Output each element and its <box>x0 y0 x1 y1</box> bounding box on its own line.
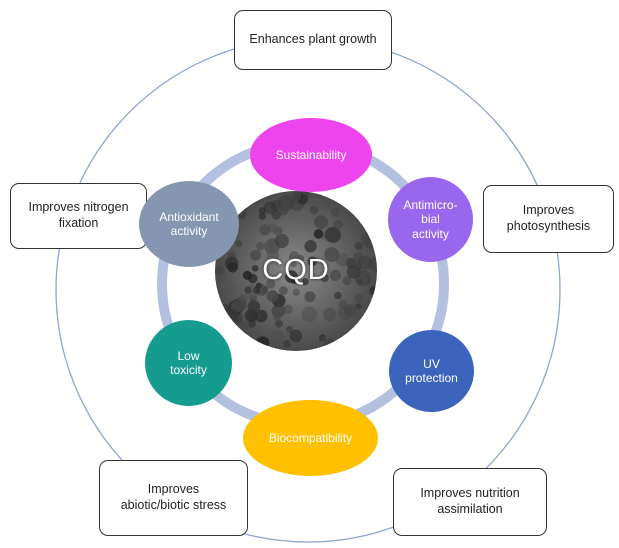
box-improves-stress: Improves abiotic/biotic stress <box>99 460 248 536</box>
benefit-uv-protection-label: UV protection <box>405 356 458 385</box>
box-improves-nitrogen-fixation: Improves nitrogen fixation <box>10 183 147 249</box>
benefit-antioxidant-label: Antioxidant activity <box>159 209 219 238</box>
benefit-sustainability-label: Sustainability <box>275 147 347 162</box>
benefit-sustainability: Sustainability <box>250 118 372 192</box>
box-enhances-plant-growth: Enhances plant growth <box>234 10 392 70</box>
box-improves-stress-label: Improves abiotic/biotic stress <box>120 482 227 512</box>
box-improves-photosynthesis: Improves photosynthesis <box>483 185 614 253</box>
benefit-biocompatibility-label: Biocompatibility <box>268 430 353 445</box>
benefit-low-toxicity: Low toxicity <box>145 320 232 406</box>
box-enhances-plant-growth-label: Enhances plant growth <box>249 32 377 47</box>
benefit-uv-protection: UV protection <box>389 330 474 412</box>
box-improves-nitrogen-fixation-label: Improves nitrogen fixation <box>28 200 129 230</box>
benefit-biocompatibility: Biocompatibility <box>243 400 378 476</box>
benefit-antimicrobial: Antimicro- bial activity <box>388 177 473 262</box>
box-improves-nutrition-label: Improves nutrition assimilation <box>420 486 520 516</box>
benefit-antioxidant: Antioxidant activity <box>139 181 239 267</box>
box-improves-nutrition: Improves nutrition assimilation <box>393 468 547 536</box>
box-improves-photosynthesis-label: Improves photosynthesis <box>506 203 591 233</box>
cqd-label: CQD <box>262 253 330 286</box>
benefit-low-toxicity-label: Low toxicity <box>170 348 207 377</box>
benefit-antimicrobial-label: Antimicro- bial activity <box>403 197 458 241</box>
